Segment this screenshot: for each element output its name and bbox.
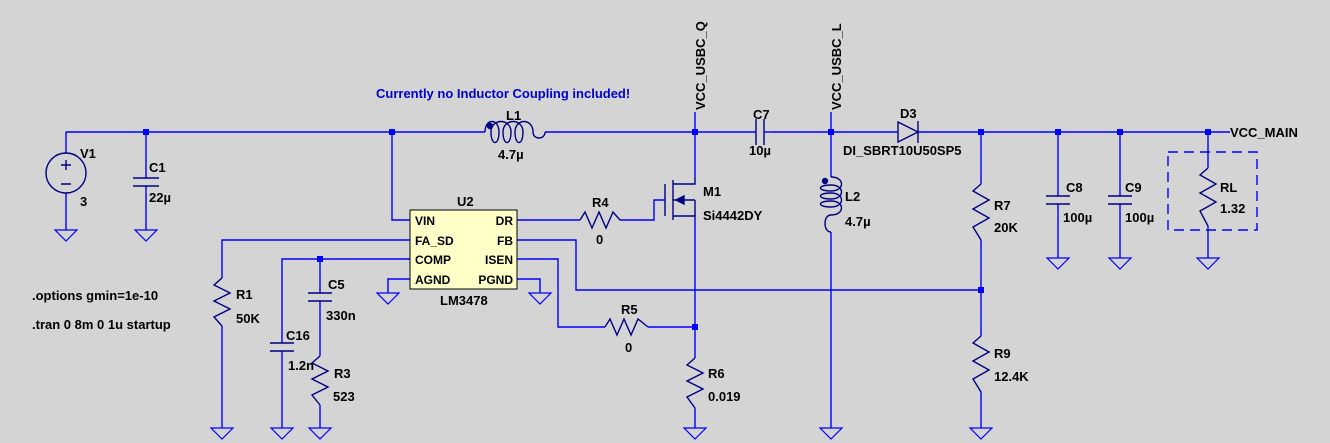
spice-directive-options[interactable]: .options gmin=1e-10 <box>32 288 158 303</box>
c16-value: 1.2n <box>288 358 314 373</box>
l2-value: 4.7µ <box>845 214 871 229</box>
l2-ref: L2 <box>845 189 860 204</box>
d3-value: DI_SBRT10U50SP5 <box>843 143 962 158</box>
c1-ref: C1 <box>149 160 166 175</box>
d3-ref: D3 <box>900 106 917 121</box>
c16-ref: C16 <box>286 328 310 343</box>
r4-resistor[interactable] <box>579 210 621 230</box>
r4-ref: R4 <box>592 195 609 210</box>
u2-pin-comp: COMP <box>415 253 451 267</box>
c8-value: 100µ <box>1063 210 1092 225</box>
wires <box>65 112 1230 428</box>
net-label-vcc-usbc-l: VCC_USBC_L <box>829 23 844 110</box>
ground-icon <box>210 427 234 440</box>
m1-value: Si4442DY <box>703 208 763 223</box>
ground-icon <box>1196 257 1220 270</box>
c1-value: 22µ <box>149 190 171 205</box>
l1-value: 4.7µ <box>498 147 524 162</box>
ground-icon <box>376 292 400 305</box>
r3-value: 523 <box>333 389 355 404</box>
coupling-note: Currently no Inductor Coupling included! <box>376 86 630 101</box>
r7-value: 20K <box>994 220 1018 235</box>
r1-resistor[interactable] <box>212 277 232 327</box>
junction-dots <box>143 129 1211 330</box>
c5-capacitor[interactable] <box>308 292 332 302</box>
r7-resistor[interactable] <box>971 183 991 241</box>
m1-ref: M1 <box>703 184 721 199</box>
rl-load-resistor[interactable] <box>1167 151 1258 231</box>
v1-value: 3 <box>80 194 87 209</box>
ground-icon <box>134 229 158 242</box>
c16-capacitor[interactable] <box>270 342 294 352</box>
l1-inductor[interactable] <box>484 120 546 144</box>
ground-icon <box>969 427 993 440</box>
r6-resistor[interactable] <box>685 357 705 409</box>
c5-ref: C5 <box>328 277 345 292</box>
r5-value: 0 <box>625 340 632 355</box>
c9-ref: C9 <box>1125 180 1142 195</box>
u2-value: LM3478 <box>440 293 488 308</box>
r7-ref: R7 <box>994 198 1011 213</box>
v1-ref: V1 <box>80 146 96 161</box>
r3-resistor[interactable] <box>310 355 330 406</box>
ground-icon <box>1108 257 1132 270</box>
c8-ref: C8 <box>1066 180 1083 195</box>
r3-ref: R3 <box>334 366 351 381</box>
c1-capacitor[interactable] <box>133 177 159 187</box>
ground-icon <box>528 292 552 305</box>
c7-capacitor[interactable] <box>755 119 772 145</box>
ground-icon <box>819 427 843 440</box>
net-label-vcc-usbc-q: VCC_USBC_Q <box>693 21 708 110</box>
net-label-vcc-main: VCC_MAIN <box>1230 125 1298 140</box>
r6-ref: R6 <box>708 366 725 381</box>
c5-value: 330n <box>326 308 356 323</box>
u2-pin-vin: VIN <box>415 214 435 228</box>
ground-icon <box>270 427 294 440</box>
m1-mosfet[interactable] <box>664 177 696 220</box>
u2-pin-dr: DR <box>496 214 514 228</box>
r5-resistor[interactable] <box>604 317 649 337</box>
c9-capacitor[interactable] <box>1108 195 1132 205</box>
r1-ref: R1 <box>236 287 253 302</box>
r9-value: 12.4K <box>994 369 1029 384</box>
u2-pin-isen: ISEN <box>485 253 513 267</box>
u2-ref: U2 <box>457 194 474 209</box>
r6-value: 0.019 <box>708 389 741 404</box>
u2-ic[interactable] <box>409 209 518 290</box>
ground-icon <box>54 229 78 242</box>
r5-ref: R5 <box>621 302 638 317</box>
r4-value: 0 <box>596 232 603 247</box>
c7-value: 10µ <box>749 143 771 158</box>
spice-directive-tran[interactable]: .tran 0 8m 0 1u startup <box>32 317 171 332</box>
ground-icon <box>1046 257 1070 270</box>
c9-value: 100µ <box>1125 210 1154 225</box>
ground-symbols <box>54 229 1220 440</box>
r9-resistor[interactable] <box>971 335 991 393</box>
v1-source[interactable] <box>45 152 87 194</box>
rl-value: 1.32 <box>1220 201 1245 216</box>
u2-pin-pgnd: PGND <box>478 273 513 287</box>
rl-ref: RL <box>1220 180 1237 195</box>
d3-diode[interactable] <box>897 120 920 144</box>
c7-ref: C7 <box>753 107 770 122</box>
l2-inductor[interactable] <box>819 176 843 233</box>
u2-pin-fa-sd: FA_SD <box>415 234 454 248</box>
u2-pin-agnd: AGND <box>415 273 451 287</box>
r1-value: 50K <box>236 311 260 326</box>
r9-ref: R9 <box>994 346 1011 361</box>
l1-ref: L1 <box>506 108 521 123</box>
ground-icon <box>683 427 707 440</box>
u2-pin-fb: FB <box>497 234 513 248</box>
c8-capacitor[interactable] <box>1046 195 1070 205</box>
ground-icon <box>308 427 332 440</box>
